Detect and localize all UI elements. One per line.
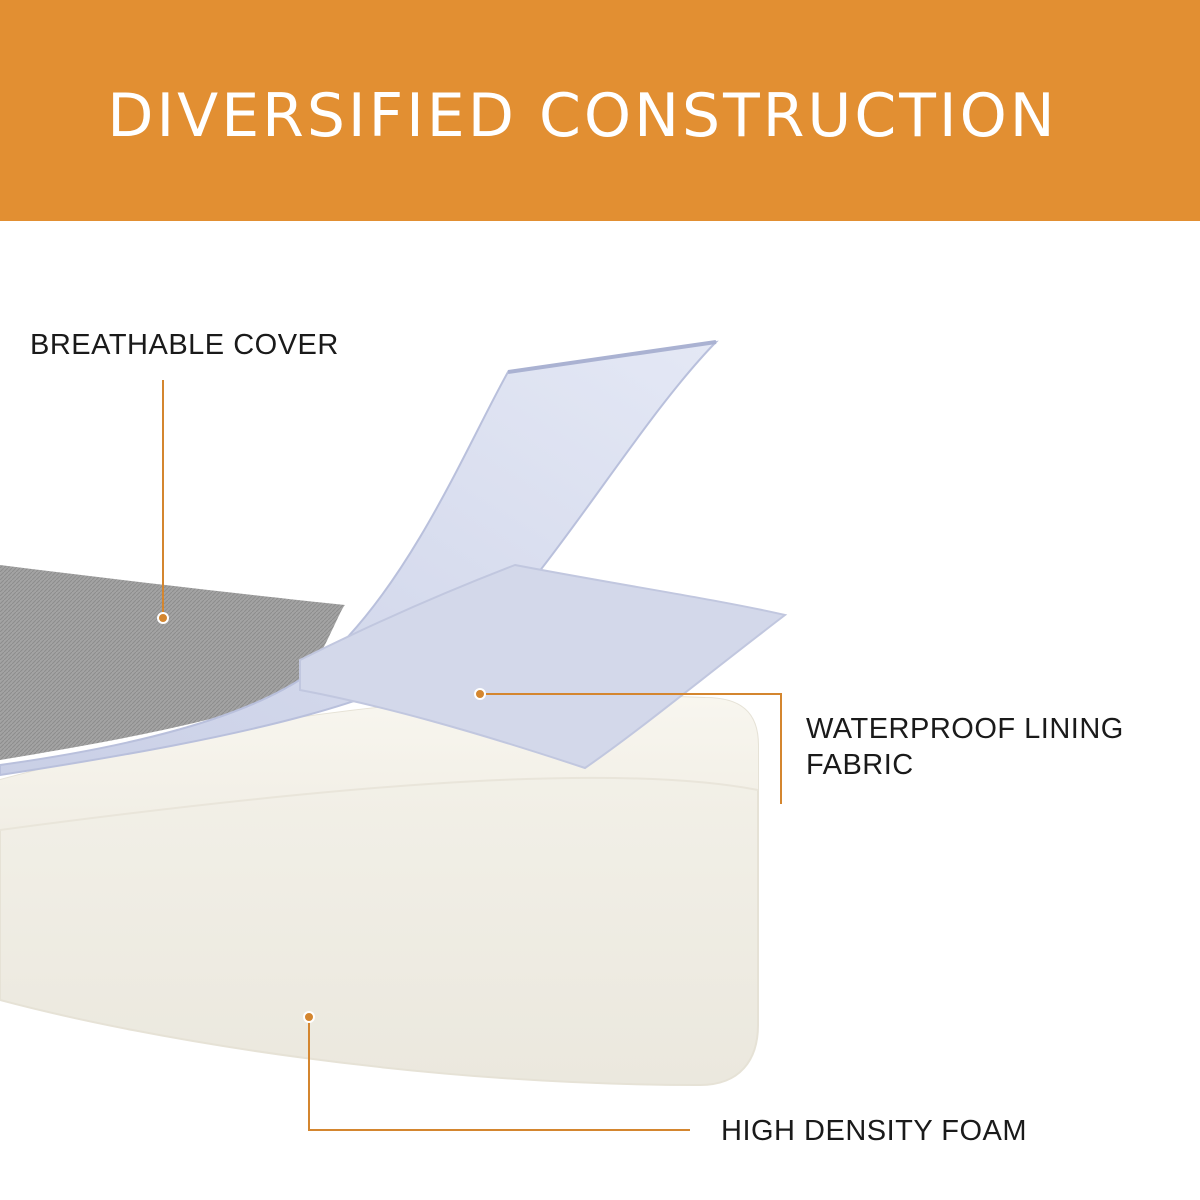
waterproof-lining-label: WATERPROOF LINING FABRIC — [806, 711, 1166, 783]
cover-layer — [0, 565, 345, 760]
waterproof-lining-label-line1: WATERPROOF LINING — [806, 713, 1124, 745]
title-banner: DIVERSIFIED CONSTRUCTION — [0, 0, 1200, 221]
callout-lining-dot — [474, 688, 486, 700]
cover-flap — [0, 340, 719, 777]
callout-lining — [480, 693, 782, 804]
callout-cover-dot — [157, 612, 169, 624]
waterproof-lining-label-line2: FABRIC — [806, 749, 914, 781]
callout-foam — [308, 1017, 690, 1131]
mattress-layers-illustration — [0, 340, 788, 1131]
breathable-cover-label: BREATHABLE COVER — [30, 329, 339, 361]
lining-layer — [299, 563, 788, 770]
high-density-foam-label: HIGH DENSITY FOAM — [721, 1115, 1028, 1147]
page-title: DIVERSIFIED CONSTRUCTION — [107, 81, 1058, 151]
callout-foam-dot — [303, 1011, 315, 1023]
